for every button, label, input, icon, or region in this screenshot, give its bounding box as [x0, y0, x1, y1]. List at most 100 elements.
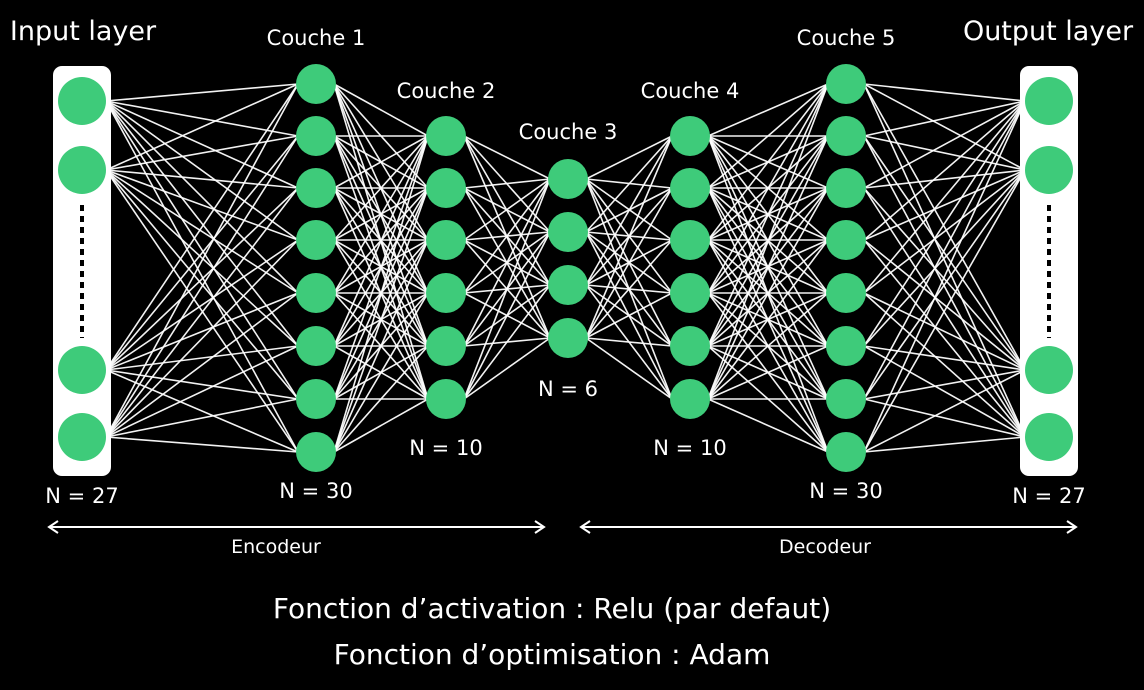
edge: [463, 284, 551, 400]
edge: [863, 369, 1026, 453]
edge: [105, 436, 299, 453]
neuron-node: [826, 64, 866, 104]
input-layer-title: Input layer: [10, 16, 157, 47]
neuron-node: [296, 116, 336, 156]
edge: [333, 187, 429, 453]
edge: [863, 100, 1026, 347]
neuron-node: [826, 273, 866, 313]
neuron-node: [296, 168, 336, 208]
edge: [585, 337, 673, 400]
neuron-node: [426, 273, 466, 313]
edge: [585, 135, 673, 233]
edge: [863, 169, 1026, 294]
edge: [463, 135, 551, 180]
couche-5-title: Couche 5: [797, 26, 896, 50]
neuron-node: [826, 220, 866, 260]
neuron-node: [826, 379, 866, 419]
neuron-node: [296, 273, 336, 313]
edge: [863, 169, 1026, 347]
decoder-label: Decodeur: [779, 536, 871, 558]
edge: [333, 345, 429, 453]
neuron-node: [1025, 346, 1073, 394]
edge: [463, 178, 551, 189]
neuron-node: [670, 379, 710, 419]
encoder-label: Encodeur: [231, 536, 321, 558]
decoder-span-arrow: [579, 520, 1078, 534]
edge: [585, 292, 673, 339]
neuron-node: [426, 116, 466, 156]
edge: [105, 345, 299, 371]
edge: [463, 178, 551, 294]
edge: [333, 135, 429, 400]
edge: [707, 187, 829, 400]
edge: [463, 337, 551, 400]
neuron-node: [296, 220, 336, 260]
neuron-node: [1025, 146, 1073, 194]
couche-1-count: N = 30: [279, 479, 352, 503]
edge: [585, 187, 673, 339]
edge: [585, 135, 673, 339]
edge: [463, 178, 551, 400]
edge: [105, 345, 299, 438]
edge: [863, 100, 1026, 189]
neuron-node: [548, 159, 588, 199]
edge: [333, 135, 429, 189]
edge: [105, 292, 299, 371]
edge: [707, 239, 829, 400]
edge: [105, 187, 299, 438]
edge: [863, 83, 1026, 102]
neuron-node: [670, 273, 710, 313]
edge: [105, 100, 299, 241]
edge: [863, 169, 1026, 189]
edge: [863, 100, 1026, 241]
edge: [863, 135, 1026, 438]
edge: [105, 135, 299, 371]
edge: [585, 239, 673, 339]
edge: [863, 83, 1026, 371]
edge: [463, 231, 551, 400]
edge: [863, 100, 1026, 453]
edge: [863, 83, 1026, 171]
neuron-node: [426, 168, 466, 208]
edge: [707, 83, 829, 241]
edge: [707, 83, 829, 347]
edge: [105, 187, 299, 371]
neuron-node: [548, 318, 588, 358]
neuron-node: [296, 326, 336, 366]
edge: [707, 398, 829, 453]
edge: [105, 100, 299, 400]
edge: [863, 239, 1026, 438]
edge: [707, 83, 829, 189]
couche-3-title: Couche 3: [519, 120, 618, 144]
neuron-node: [296, 379, 336, 419]
edge: [333, 292, 429, 453]
neuron-node: [426, 220, 466, 260]
encoder-span-arrow: [47, 520, 546, 534]
neuron-node: [670, 326, 710, 366]
edge: [105, 135, 299, 438]
couche-4-title: Couche 4: [641, 79, 740, 103]
neuron-node: [548, 265, 588, 305]
neuron-node: [296, 64, 336, 104]
neuron-node: [826, 116, 866, 156]
neuron-node: [826, 432, 866, 472]
optimisation-function-text: Fonction d’optimisation : Adam: [334, 638, 771, 671]
neuron-node: [58, 77, 106, 125]
output-count: N = 27: [1012, 484, 1085, 508]
edge: [863, 436, 1026, 453]
neuron-node: [58, 413, 106, 461]
edge: [585, 135, 673, 180]
edge: [863, 398, 1026, 438]
neuron-node: [826, 168, 866, 208]
edge: [105, 398, 299, 438]
input-count: N = 27: [45, 484, 118, 508]
neuron-node: [426, 379, 466, 419]
edge: [105, 100, 299, 189]
neuron-node: [296, 432, 336, 472]
edge: [585, 135, 673, 286]
edge: [105, 292, 299, 438]
edge: [863, 169, 1026, 400]
edge: [333, 135, 429, 241]
